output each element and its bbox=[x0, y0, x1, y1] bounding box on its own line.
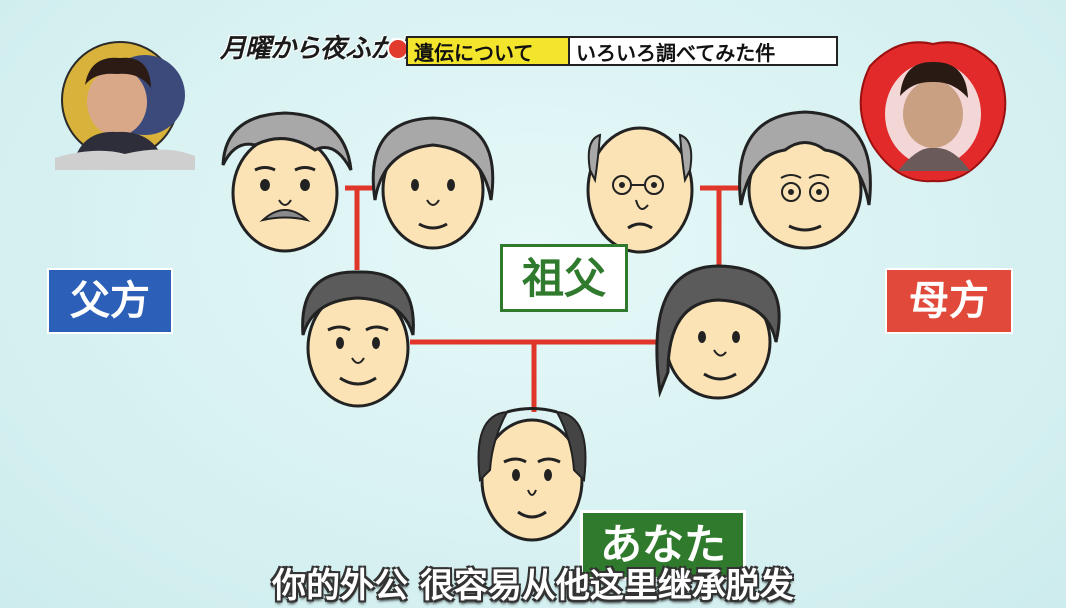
host-inset-photo bbox=[55, 41, 195, 170]
grandfather-paternal-face bbox=[221, 111, 353, 253]
grandmother-paternal-face bbox=[371, 116, 495, 250]
paternal-side-label: 父方 bbox=[47, 268, 173, 334]
grandmother-maternal-face bbox=[738, 110, 872, 250]
maternal-side-label: 母方 bbox=[885, 268, 1013, 334]
you-label: あなた bbox=[580, 510, 746, 580]
guest-inset-photo bbox=[859, 41, 1007, 183]
grandfather-label: 祖父 bbox=[500, 244, 628, 312]
subtitle-caption: 你的外公 很容易从他这里继承脱发 bbox=[272, 566, 794, 606]
mother-face bbox=[655, 264, 781, 400]
you-face bbox=[477, 407, 587, 542]
grandfather-maternal-face bbox=[586, 126, 694, 254]
father-face bbox=[301, 270, 415, 408]
title-highlight: 遺伝について bbox=[406, 36, 570, 66]
tree-connectors bbox=[345, 185, 740, 412]
title-rest: いろいろ調べてみた件 bbox=[570, 36, 838, 66]
